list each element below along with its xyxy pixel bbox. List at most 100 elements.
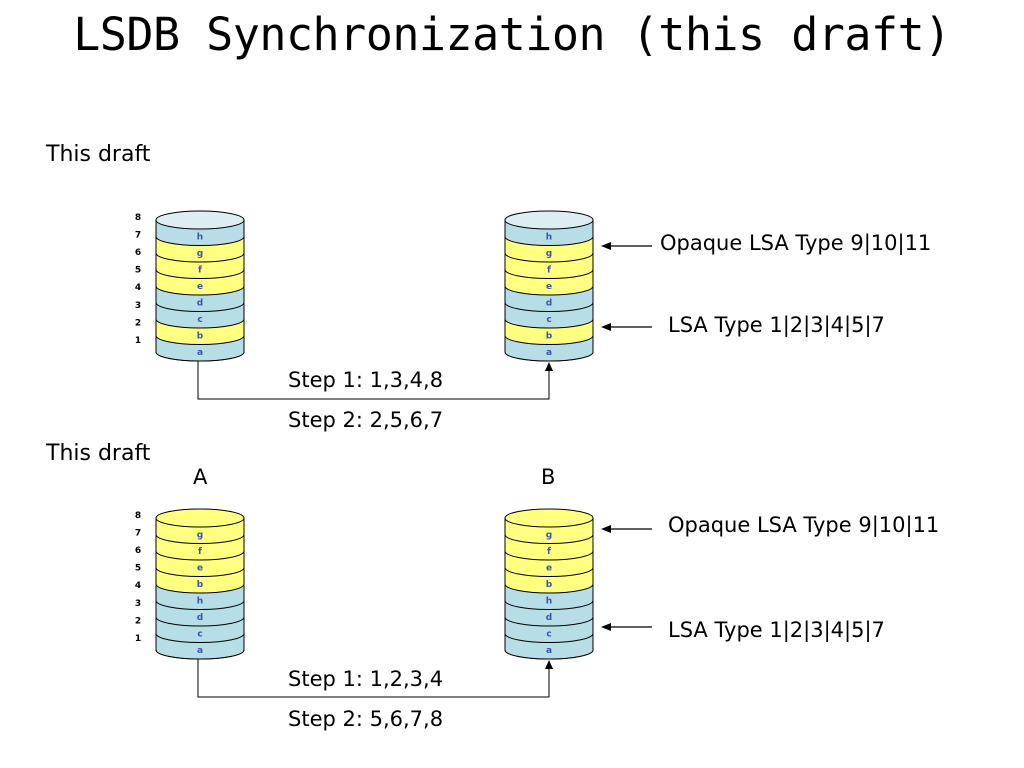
row-number-4: 4: [135, 581, 141, 591]
row-number-5: 5: [135, 564, 141, 574]
cylinder-left-seam: [155, 252, 245, 263]
row-number-7: 7: [135, 528, 141, 538]
callout-arrowhead: [601, 242, 611, 250]
layer-letter-f: f: [547, 266, 551, 276]
cylinder-right-seam: [504, 616, 594, 627]
layer-letter-f: f: [547, 547, 551, 557]
row-number-3: 3: [135, 301, 141, 311]
layer-letter-e: e: [546, 564, 552, 574]
cylinder-right-seam: [504, 550, 594, 561]
row-number-8: 8: [135, 511, 141, 521]
cylinder-left-seam: [155, 633, 245, 643]
layer-letter-d: d: [546, 613, 552, 623]
row-number-6: 6: [135, 248, 141, 258]
row-number-5: 5: [135, 266, 141, 276]
cylinder-left-seam: [155, 335, 245, 345]
layer-letter-c: c: [197, 630, 202, 640]
layer-letter-g: g: [546, 531, 552, 541]
section-label-bottom: This draft: [46, 441, 151, 466]
step-2-label-bottom: Step 2: 5,6,7,8: [288, 707, 444, 731]
layer-letter-g: g: [546, 249, 552, 259]
row-number-3: 3: [135, 599, 141, 609]
row-number-6: 6: [135, 546, 141, 556]
layer-letter-b: b: [546, 580, 553, 590]
layer-letter-a: a: [546, 646, 552, 656]
layer-letter-a: a: [197, 348, 203, 358]
slide-title: LSDB Synchronization (this draft): [73, 8, 951, 61]
cylinder-right-seam: [504, 285, 594, 296]
callout-arrowhead: [601, 623, 611, 631]
layer-letter-g: g: [197, 249, 203, 259]
section-label-top: This draft: [46, 142, 151, 167]
cylinder-right-seam: [504, 633, 594, 643]
row-number-2: 2: [135, 616, 141, 626]
layer-letter-h: h: [197, 233, 203, 243]
layer-letter-c: c: [546, 315, 551, 325]
row-number-7: 7: [135, 230, 141, 240]
node-label-a: A: [193, 465, 208, 489]
callout-lsa-top: LSA Type 1|2|3|4|5|7: [668, 313, 885, 337]
layer-letter-h: h: [197, 597, 203, 607]
cylinder-left-seam: [155, 318, 245, 329]
layer-letter-b: b: [197, 332, 204, 342]
row-number-8: 8: [135, 213, 141, 223]
cylinder-right-seam: [504, 567, 594, 577]
callout-lsa-bottom: LSA Type 1|2|3|4|5|7: [668, 618, 885, 642]
callout-arrowhead: [601, 323, 611, 331]
callout-opaque-top: Opaque LSA Type 9|10|11: [660, 231, 932, 255]
cylinder-right-seam: [504, 236, 594, 246]
cylinder-right-seam: [504, 252, 594, 263]
sync-connector-line: [197, 361, 550, 400]
cylinder-left-seam: [155, 236, 245, 246]
cylinder-left-seam: [155, 302, 245, 312]
cylinder-right-seam: [504, 269, 594, 279]
step-1-label-bottom: Step 1: 1,2,3,4: [288, 667, 444, 691]
layer-letter-e: e: [546, 282, 552, 292]
cylinder-right-seam: [504, 649, 594, 660]
cylinder-right-top: [504, 508, 594, 528]
cylinder-left-seam: [155, 550, 245, 561]
sync-connector-arrowhead: [545, 660, 553, 669]
layer-letter-g: g: [197, 531, 203, 541]
callout-arrowhead: [601, 525, 611, 533]
cylinder-left-top: [155, 508, 245, 528]
layer-letter-h: h: [546, 233, 552, 243]
row-number-4: 4: [135, 283, 141, 293]
cylinder-right-seam: [504, 534, 594, 544]
layer-letter-d: d: [197, 299, 203, 309]
layer-letter-b: b: [197, 580, 204, 590]
cylinder-left-seam: [155, 567, 245, 577]
sync-connector-line: [197, 659, 550, 698]
cylinder-left-seam: [155, 285, 245, 296]
row-number-1: 1: [135, 336, 141, 346]
layer-letter-a: a: [546, 348, 552, 358]
step-2-label-top: Step 2: 2,5,6,7: [288, 408, 444, 432]
cylinder-left-seam: [155, 351, 245, 362]
layer-letter-e: e: [197, 564, 203, 574]
cylinder-right-seam: [504, 335, 594, 345]
cylinder-left-seam: [155, 649, 245, 660]
layer-letter-a: a: [197, 646, 203, 656]
cylinder-right-seam: [504, 600, 594, 610]
row-number-2: 2: [135, 318, 141, 328]
layer-letter-b: b: [546, 332, 553, 342]
cylinder-right-seam: [504, 302, 594, 312]
cylinder-right-seam: [504, 318, 594, 329]
sync-connector-arrowhead: [545, 362, 553, 371]
layer-letter-c: c: [197, 315, 202, 325]
cylinder-left-seam: [155, 269, 245, 279]
cylinder-left-seam: [155, 600, 245, 610]
layer-letter-h: h: [546, 597, 552, 607]
layer-letter-c: c: [546, 630, 551, 640]
layer-letter-f: f: [198, 547, 202, 557]
step-1-label-top: Step 1: 1,3,4,8: [288, 368, 444, 392]
node-label-b: B: [541, 465, 556, 489]
layer-letter-d: d: [546, 299, 552, 309]
layer-letter-f: f: [198, 266, 202, 276]
layer-letter-e: e: [197, 282, 203, 292]
cylinder-right-top: [504, 210, 594, 230]
callout-opaque-bottom: Opaque LSA Type 9|10|11: [668, 513, 940, 537]
cylinder-left-seam: [155, 616, 245, 627]
cylinder-right-seam: [504, 351, 594, 362]
